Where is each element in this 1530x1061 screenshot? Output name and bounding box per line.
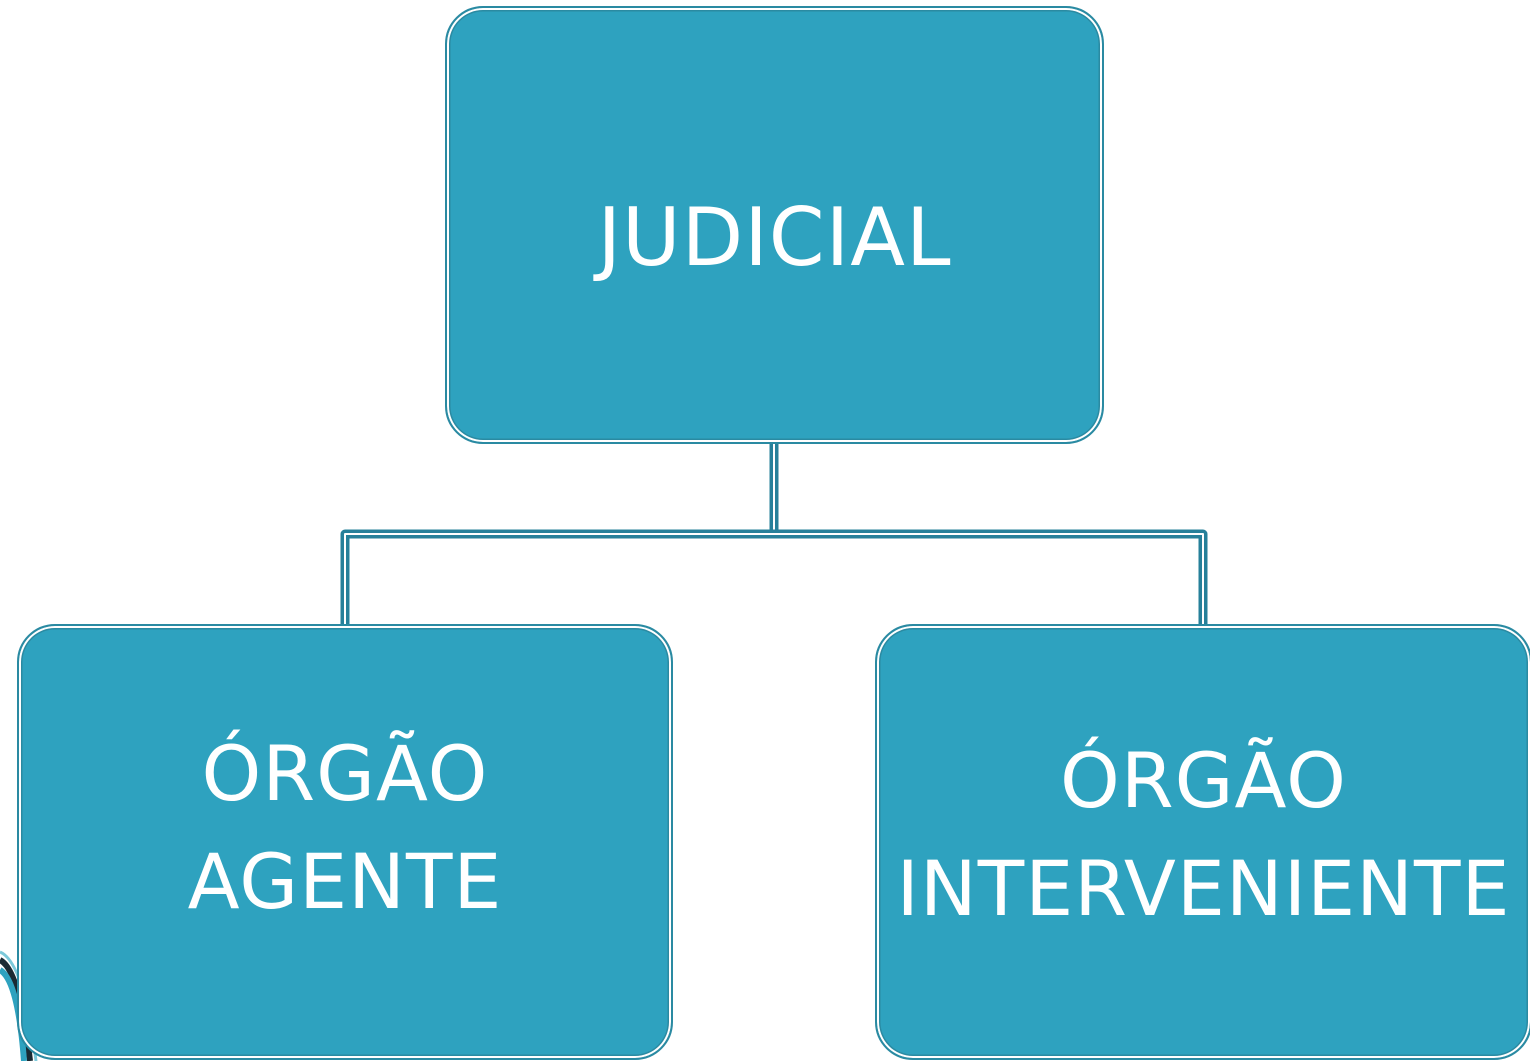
node-judicial: JUDICIAL [445, 6, 1104, 444]
node-orgao-interveniente-line-1: ÓRGÃO [1060, 736, 1347, 825]
node-orgao-agente-line-1: ÓRGÃO [201, 729, 489, 818]
connector-branch-right [774, 529, 1208, 624]
node-orgao-agente: ÓRGÃO AGENTE [17, 624, 673, 1060]
node-orgao-interveniente-line-2: INTERVENIENTE [896, 844, 1511, 933]
node-orgao-agente-line-2: AGENTE [187, 837, 503, 926]
node-orgao-interveniente: ÓRGÃO INTERVENIENTE [875, 624, 1530, 1060]
node-judicial-label: JUDICIAL [597, 191, 952, 284]
connector-branch-left [340, 529, 774, 624]
